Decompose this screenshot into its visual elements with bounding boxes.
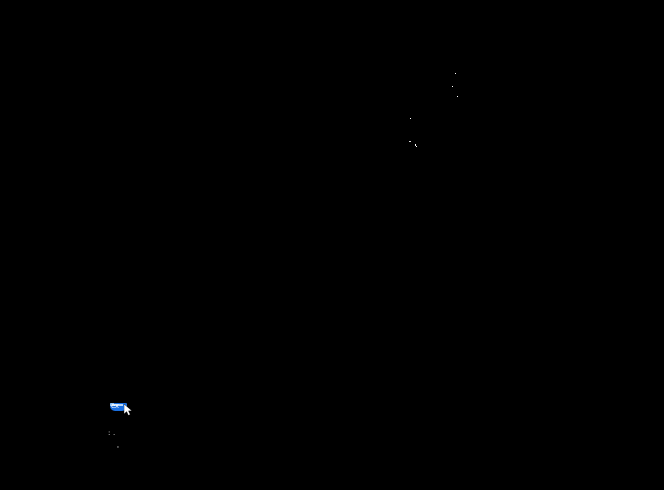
text-fragment-line-two: ' — [117, 445, 120, 453]
speck-mark — [455, 73, 456, 74]
text-fragment-line-one: : . — [108, 429, 116, 437]
highlight-sheen — [112, 404, 123, 406]
speck-mark — [457, 96, 458, 97]
selected-text-label: ex — [111, 403, 119, 410]
speck-mark — [452, 86, 453, 87]
speck-mark — [410, 118, 411, 119]
speck-mark — [409, 141, 411, 142]
mouse-pointer-icon — [124, 404, 135, 416]
speck-mark — [416, 146, 417, 147]
speck-mark — [415, 144, 416, 146]
selected-text-highlight[interactable]: ex — [110, 403, 127, 411]
